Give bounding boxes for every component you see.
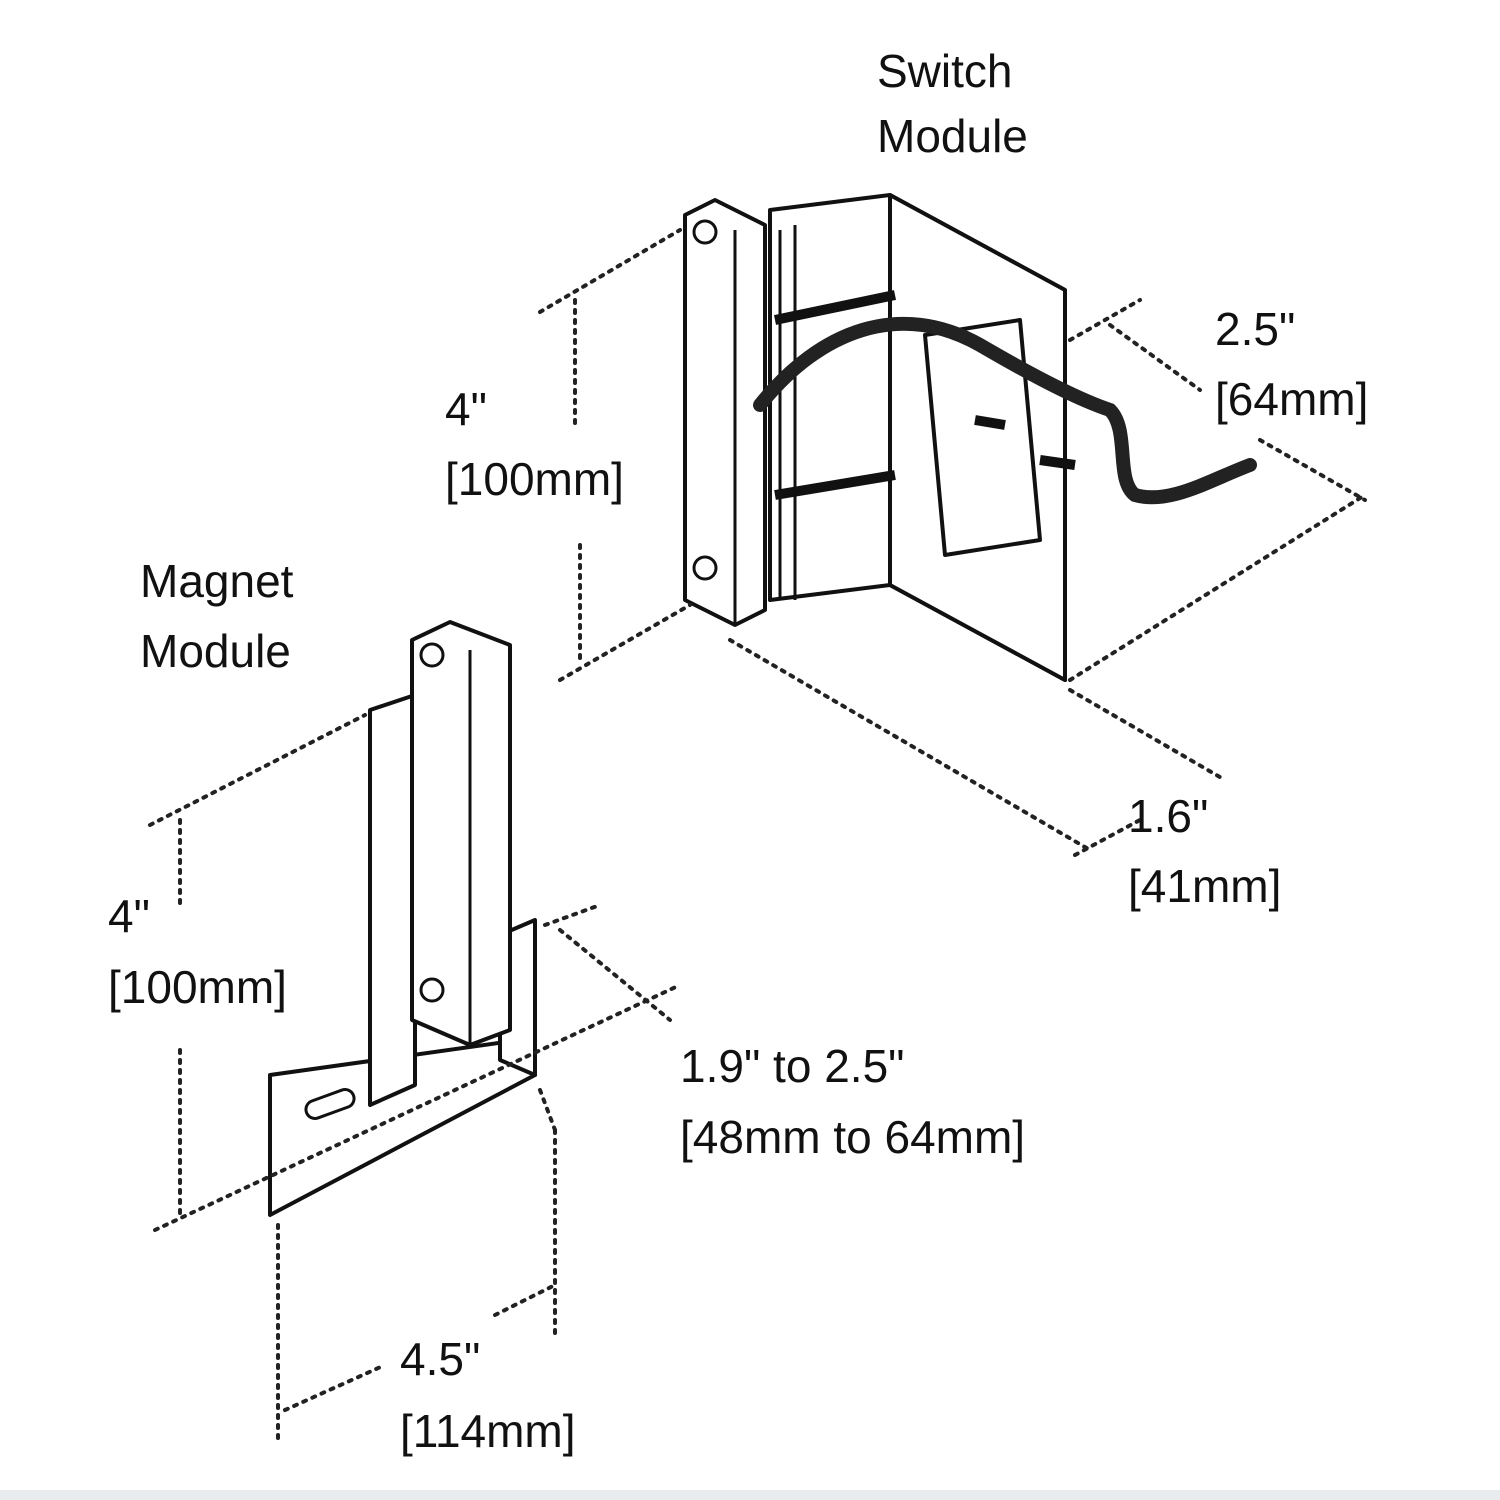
magnet-module-drawing [268, 620, 537, 1217]
magnet-offset-in: 1.9" to 2.5" [680, 1040, 904, 1092]
switch-module-label-line1: Switch [877, 45, 1012, 97]
dimension-lines [148, 228, 1367, 1442]
magnet-module-label-line1: Magnet [140, 555, 294, 607]
switch-depth-in: 1.6" [1128, 790, 1208, 842]
magnet-length-in: 4.5" [400, 1333, 480, 1385]
magnet-module-label-line2: Module [140, 625, 291, 677]
switch-depth-mm: [41mm] [1128, 860, 1281, 912]
switch-width-mm: [64mm] [1215, 373, 1368, 425]
magnet-length-mm: [114mm] [400, 1405, 576, 1457]
switch-module-label-line2: Module [877, 110, 1028, 162]
switch-height-in: 4" [445, 383, 487, 435]
bottom-border [0, 1490, 1500, 1500]
magnet-offset-mm: [48mm to 64mm] [680, 1111, 1025, 1163]
switch-width-in: 2.5" [1215, 303, 1295, 355]
magnet-height-mm: [100mm] [108, 961, 287, 1013]
magnet-height-in: 4" [108, 890, 150, 942]
switch-height-mm: [100mm] [445, 453, 624, 505]
switch-module-drawing [683, 193, 1257, 682]
